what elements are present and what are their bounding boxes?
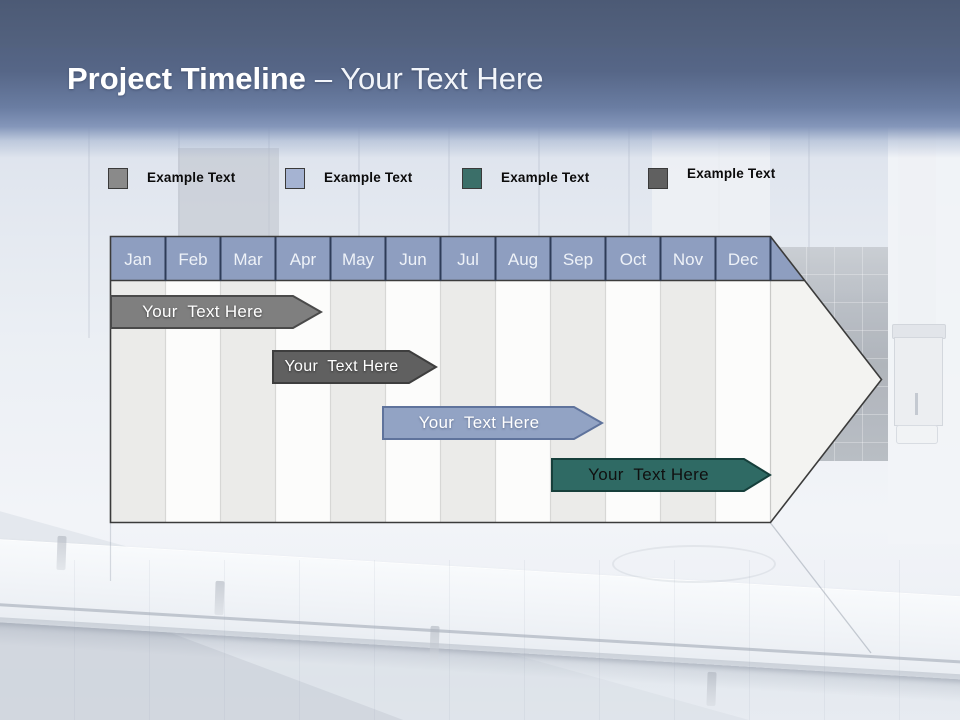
soap-dispenser-tray [896, 425, 938, 444]
legend-item-2[interactable]: Example Text [285, 168, 412, 189]
month-label-dec: Dec [728, 250, 759, 269]
month-label-oct: Oct [620, 250, 647, 269]
legend-label: Example Text [501, 170, 590, 185]
task-bar-3-label: Your Text Here [418, 413, 540, 432]
timeline-arrow-outline [109, 235, 883, 524]
task-bar-3[interactable]: Your Text Here [382, 406, 604, 440]
month-label-jul: Jul [457, 250, 479, 269]
month-header-separators [164, 236, 772, 281]
soap-dispenser-slit [915, 393, 918, 415]
month-label-jan: Jan [124, 250, 151, 269]
legend-item-3[interactable]: Example Text [462, 168, 589, 189]
header-gradient-band [0, 0, 960, 158]
month-label-jun: Jun [399, 250, 426, 269]
month-label-mar: Mar [233, 250, 263, 269]
task-bar-2-label: Your Text Here [284, 358, 399, 375]
legend-item-1[interactable]: Example Text [108, 168, 235, 189]
month-header-band [110, 236, 805, 281]
legend-item-4[interactable]: Example Text [648, 166, 776, 189]
task-bar-4-shape [551, 458, 772, 492]
task-bar-1-label: Your Text Here [142, 302, 263, 321]
title-primary: Project Timeline [67, 61, 306, 96]
task-bar-2[interactable]: Your Text Here [272, 350, 438, 384]
page-title[interactable]: Project Timeline– Your Text Here [67, 60, 544, 98]
task-bar-4[interactable]: Your Text Here [551, 458, 772, 492]
month-label-may: May [342, 250, 375, 269]
task-bar-1[interactable]: Your Text Here [110, 295, 324, 329]
month-label-aug: Aug [508, 250, 538, 269]
task-bar-2-shape [272, 350, 438, 384]
task-bar-4-label: Your Text Here [588, 465, 709, 484]
timeline-reflection [109, 523, 872, 654]
soap-dispenser-body [894, 337, 943, 426]
month-label-apr: Apr [290, 250, 317, 269]
legend-swatch-lightblue [285, 168, 305, 189]
legend-label: Example Text [147, 170, 236, 185]
month-label-feb: Feb [178, 250, 207, 269]
task-bar-3-shape [382, 406, 604, 440]
month-label-sep: Sep [563, 250, 593, 269]
floor-tile-lines [0, 560, 960, 720]
task-bar-1-shape [110, 295, 324, 329]
month-label-nov: Nov [673, 250, 704, 269]
sink-basin [612, 545, 776, 583]
title-secondary: – Your Text Here [314, 61, 544, 96]
legend-swatch-gray [108, 168, 128, 189]
legend-label: Example Text [324, 170, 413, 185]
legend-swatch-darkgray [648, 168, 668, 189]
legend-swatch-teal [462, 168, 482, 189]
legend-label: Example Text [687, 166, 776, 181]
